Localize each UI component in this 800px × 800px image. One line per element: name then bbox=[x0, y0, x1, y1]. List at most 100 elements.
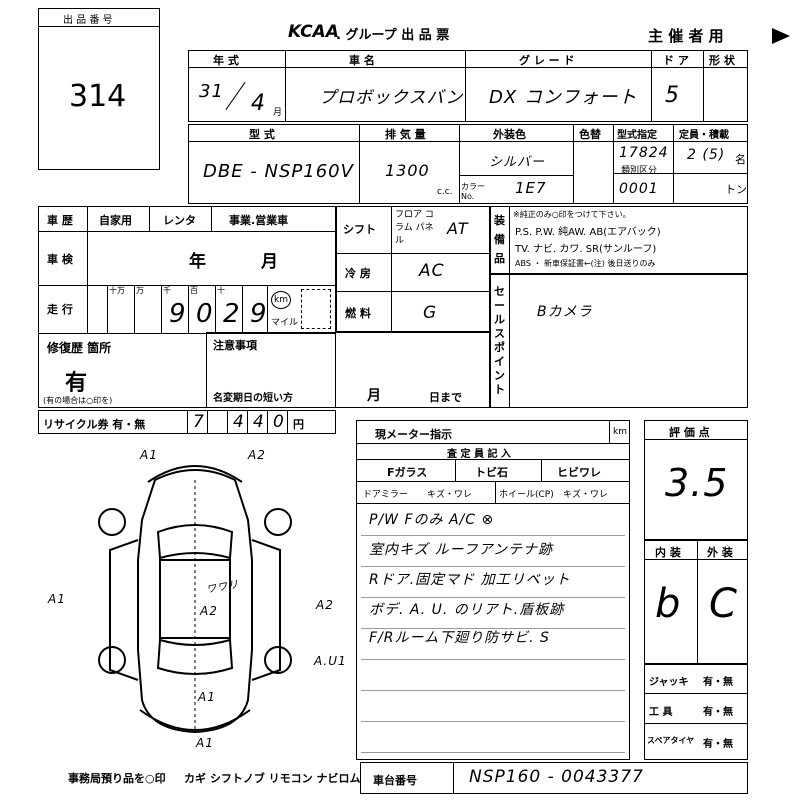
left-side-outline bbox=[109, 539, 139, 681]
km-label: km bbox=[274, 295, 288, 305]
inspection-month-unit: 月 bbox=[261, 252, 278, 272]
front-right-wheel bbox=[264, 508, 292, 536]
interior-value: b bbox=[655, 581, 682, 627]
meter-unit: km bbox=[613, 427, 627, 437]
mark-a1-bottom: A1 bbox=[196, 736, 214, 750]
private-use: 自家用 bbox=[99, 214, 132, 227]
form-title: . グループ 出 品 票 bbox=[336, 28, 450, 43]
jack-value: 有・無 bbox=[703, 677, 733, 688]
note-line-5: F/Rルーム下廻り防サビ. S bbox=[369, 630, 550, 646]
mileage-digits: 十万 万 千 百 十 9 0 2 9 bbox=[107, 285, 268, 333]
tools-label: 工 具 bbox=[649, 707, 673, 718]
capacity-value: 2 (5) bbox=[687, 147, 726, 163]
km-circle: km bbox=[271, 291, 291, 309]
business-use: 事業.営業車 bbox=[229, 214, 289, 227]
persons-label: 名 bbox=[735, 153, 746, 166]
recycle-label: リサイクル券 有・無 bbox=[43, 418, 146, 431]
vehicle-info-row1: 年 式 車 名 グ レ ー ド ド ア 形 状 31 4 月 プロボックスバン … bbox=[188, 50, 748, 122]
year-value: 31 bbox=[199, 81, 224, 102]
mirror-options: キズ・ワレ bbox=[427, 490, 473, 500]
doors-value: 5 bbox=[665, 83, 680, 108]
score-block: 評 価 点 3.5 bbox=[644, 420, 748, 540]
exterior-label: 外 装 bbox=[707, 546, 733, 559]
equipment-line1: P.S. P.W. 純AW. AB(エアバック) bbox=[515, 227, 661, 238]
equipment-note: ※純正のみ○印をつけて下さい。 bbox=[513, 210, 631, 219]
mileage-label: 走 行 bbox=[47, 303, 73, 316]
sales-point-block: セールスポイント Bカメラ bbox=[490, 274, 748, 408]
inspection-label: 車 検 bbox=[47, 253, 73, 266]
arrow-mark-icon bbox=[772, 28, 790, 44]
mile-checkbox bbox=[301, 289, 331, 329]
fuel-value: G bbox=[423, 303, 438, 323]
shift-label: シフト bbox=[343, 223, 376, 236]
name-label: 車 名 bbox=[349, 54, 375, 67]
inspection-year-unit: 年 bbox=[189, 252, 206, 272]
lot-number-box: 出 品 番 号 314 bbox=[38, 8, 160, 170]
rear-window-outline bbox=[156, 638, 234, 675]
equipment-block: 装 備 品 ※純正のみ○印をつけて下さい。 P.S. P.W. 純AW. AB(… bbox=[490, 206, 748, 274]
history-label: 車 歴 bbox=[47, 214, 73, 227]
mark-a1-rear: A1 bbox=[198, 690, 216, 704]
spare-label: スペアタイヤ bbox=[647, 736, 695, 745]
short-period-day: 日まで bbox=[429, 391, 462, 404]
note-line-2: 室内キズ ルーフアンテナ跡 bbox=[369, 542, 554, 558]
score-value: 3.5 bbox=[665, 461, 729, 505]
rear-bumper-outline bbox=[139, 709, 251, 731]
history-block: 車 歴 自家用 レンタ 事業.営業車 車 検 年 月 走 行 十万 万 千 百 … bbox=[38, 206, 336, 408]
note-line-3: Rドア.固定マド 加工リベット bbox=[369, 572, 571, 588]
windshield-outline bbox=[156, 524, 234, 560]
windshield-chip: トビ石 bbox=[475, 466, 508, 479]
ac-label: 冷 房 bbox=[345, 267, 371, 280]
inspection-block: 現メーター指示 km 査 定 員 記 入 Fガラス トビ石 ヒビワレ ドアミラー… bbox=[356, 420, 630, 760]
organizer-label: 主 催 者 用 bbox=[648, 27, 724, 45]
short-period-month: 月 bbox=[367, 388, 381, 404]
front-left-wheel bbox=[98, 508, 126, 536]
interior-label: 内 装 bbox=[655, 546, 681, 559]
month-unit: 月 bbox=[273, 108, 283, 118]
ac-value: AC bbox=[419, 261, 445, 281]
sales-point-label: セールスポイント bbox=[494, 285, 505, 396]
displacement-value: 1300 bbox=[385, 161, 430, 180]
mark-a1-front: A1 bbox=[140, 448, 158, 462]
mile-label: マイル bbox=[271, 318, 299, 328]
class-value: 0001 bbox=[619, 181, 659, 197]
rear-left-wheel bbox=[98, 646, 126, 674]
right-side-outline bbox=[251, 539, 281, 681]
brand-logo: KCAA bbox=[288, 22, 339, 42]
color-code-label: カラーNo. bbox=[461, 182, 485, 201]
shift-value: AT bbox=[447, 219, 469, 238]
capacity-label: 定員・積載 bbox=[679, 130, 729, 141]
sales-point-value: Bカメラ bbox=[537, 304, 593, 320]
wheel-options: キズ・ワレ bbox=[563, 490, 609, 500]
repair-note: (有の場合は○印を) bbox=[43, 396, 113, 405]
cc-label: c.c. bbox=[437, 187, 453, 197]
mark-a2-right: A2 bbox=[316, 598, 334, 612]
class-label: 類別区分 bbox=[621, 166, 658, 176]
recycle-row: リサイクル券 有・無 7 4 4 0 円 bbox=[38, 410, 336, 434]
meter-label: 現メーター指示 bbox=[375, 428, 452, 441]
chassis-number: NSP160 - 0043377 bbox=[469, 767, 644, 787]
windshield-crack: ヒビワレ bbox=[557, 466, 601, 479]
windshield-label: Fガラス bbox=[387, 466, 428, 479]
vehicle-name: プロボックスバン bbox=[319, 88, 464, 108]
jack-label: ジャッキ bbox=[649, 677, 689, 688]
mark-au1-right: A.U1 bbox=[314, 654, 347, 668]
exterior-color-label: 外装色 bbox=[493, 128, 526, 141]
office-note: 事務局預り品を○印 bbox=[68, 772, 166, 785]
lot-number-label: 出 品 番 号 bbox=[63, 15, 113, 26]
displacement-label: 排 気 量 bbox=[385, 128, 426, 141]
spare-value: 有・無 bbox=[703, 739, 733, 750]
note-line-4: ボデ. A. U. のリアト.盾板跡 bbox=[369, 602, 565, 618]
exterior-value: C bbox=[709, 581, 738, 627]
rear-right-wheel bbox=[264, 646, 292, 674]
type-designation-label: 型式指定 bbox=[617, 130, 657, 141]
equipment-line3: ABS ・ 新車保証書←(注) 後日送りのみ bbox=[515, 259, 656, 268]
grade-label: グ レ ー ド bbox=[519, 54, 575, 67]
wheel-label: ホイール(CP) bbox=[499, 490, 554, 500]
type-designation-value: 17824 bbox=[619, 145, 669, 161]
mirror-label: ドアミラー bbox=[363, 490, 408, 500]
report-label: 査 定 員 記 入 bbox=[447, 449, 511, 460]
front-bumper-outline bbox=[147, 465, 243, 483]
lot-number: 314 bbox=[69, 79, 127, 114]
repair-history-value: 有 bbox=[65, 371, 88, 396]
